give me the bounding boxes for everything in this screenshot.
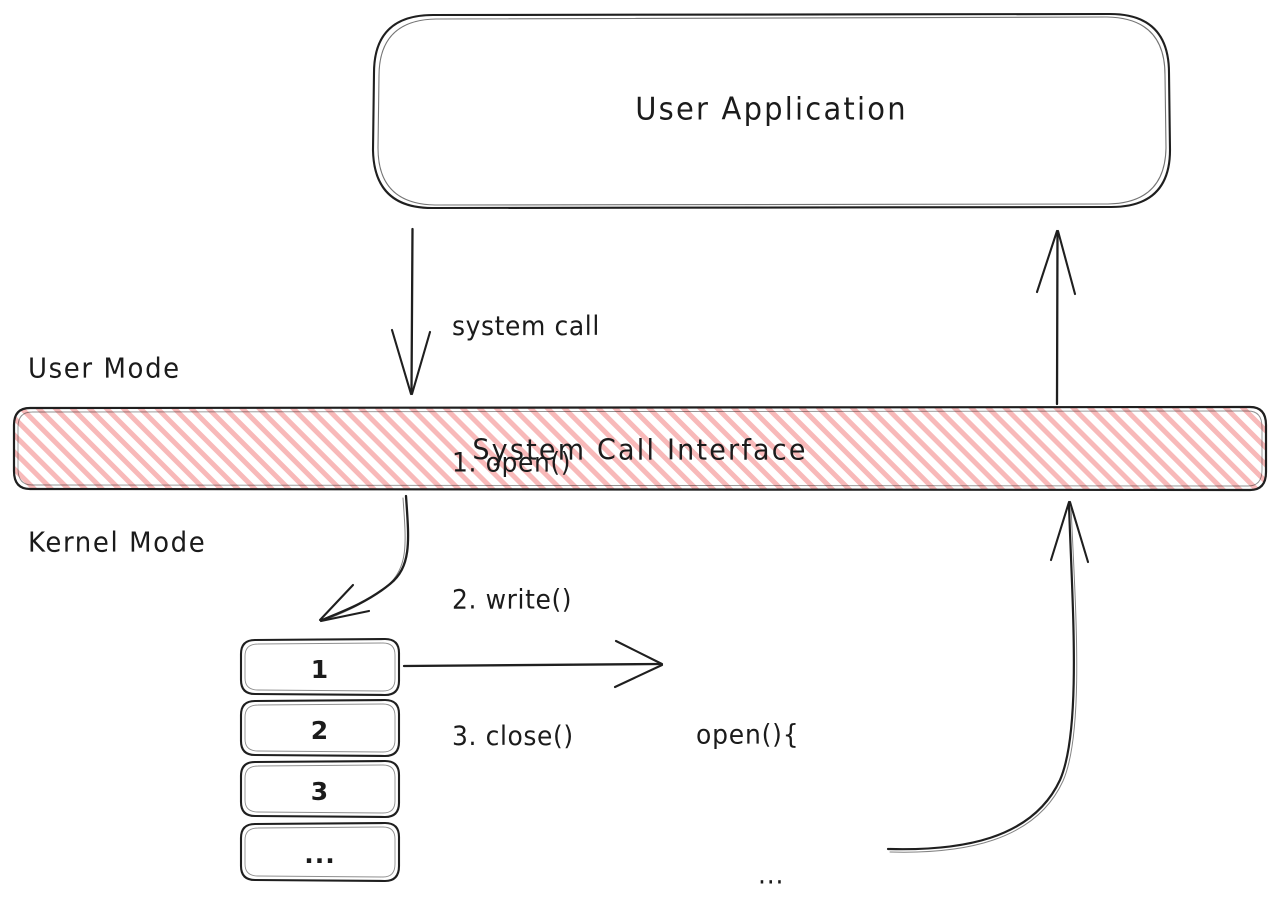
dispatch-table-row-3-label: 3	[310, 777, 330, 806]
user-mode-label: User Mode	[28, 353, 181, 385]
dispatch-table-row-1-label: 1	[310, 655, 330, 684]
code-line-open: open(){	[696, 719, 800, 751]
system-call-item-3: 3. close()	[452, 720, 574, 752]
dispatch-curve-arrow-shape	[318, 494, 410, 623]
system-call-down-arrow-shape	[390, 227, 432, 396]
return-up-arrow-shape	[1035, 229, 1077, 406]
dispatch-table-row-4-label: ...	[304, 840, 336, 869]
user-application-label: User Application	[635, 90, 908, 128]
system-call-item-1: 1. open()	[452, 447, 572, 478]
system-call-heading: system call	[452, 310, 600, 342]
dispatch-table-row-2-label: 2	[310, 716, 330, 745]
code-line-dots-1: ...	[758, 859, 785, 890]
system-call-list: system call 1. open() 2. write() 3. clos…	[452, 212, 600, 850]
return-curve-arrow-shape	[886, 500, 1090, 853]
system-call-item-2: 2. write()	[452, 584, 573, 615]
kernel-mode-label: Kernel Mode	[28, 527, 207, 559]
code-listing: open(){ ... ... ... return }	[696, 619, 839, 920]
system-call-interface-label: System Call Interface	[472, 434, 808, 467]
